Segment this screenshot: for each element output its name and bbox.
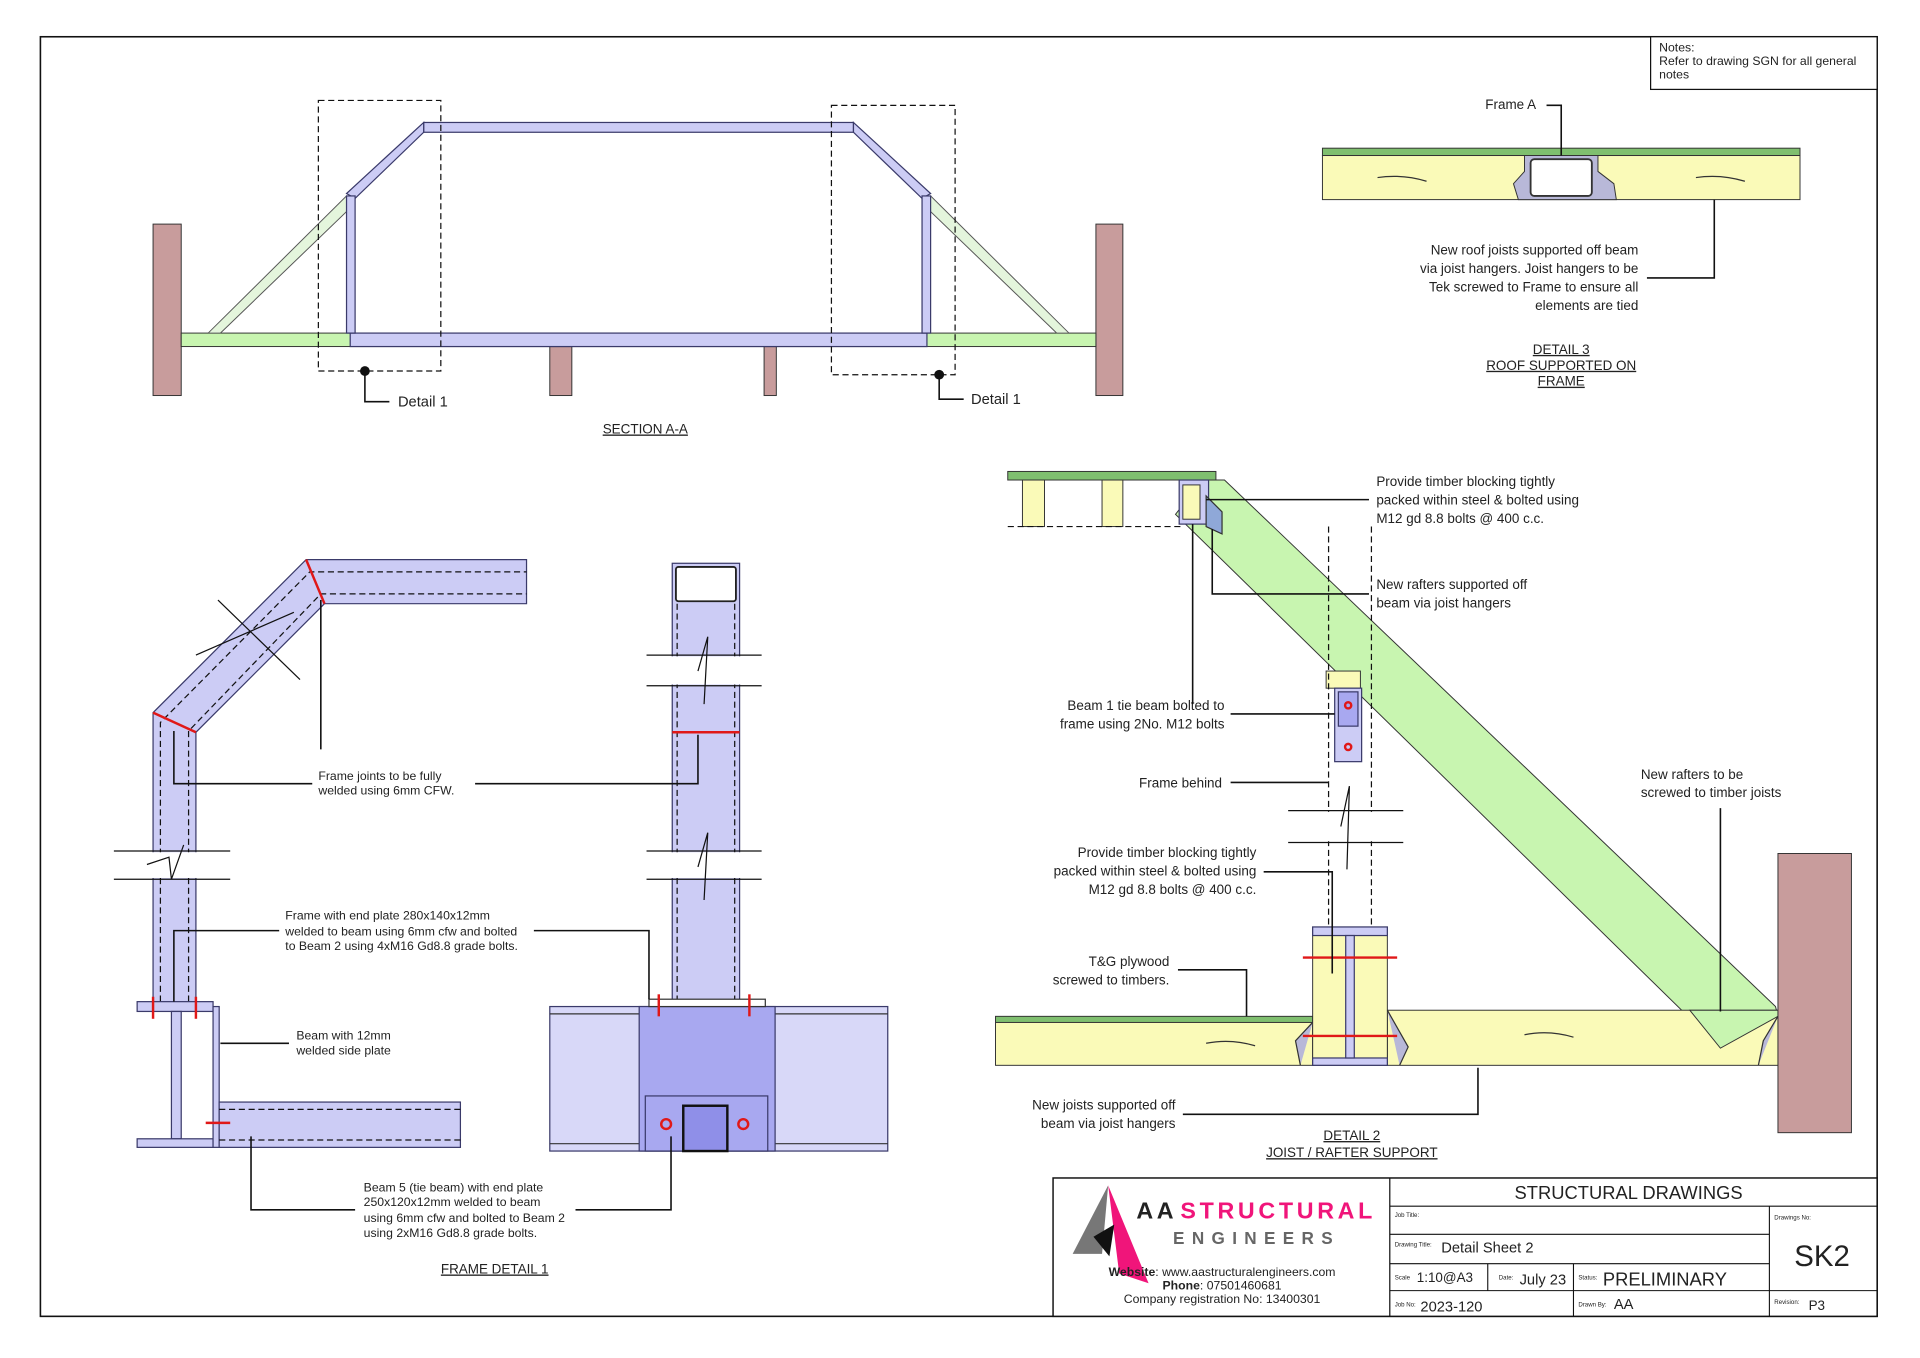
revision-value: P3 xyxy=(1809,1298,1825,1313)
company-logo: AA STRUCTURAL ENGINEERS xyxy=(1072,1185,1376,1284)
detail-boundary-left xyxy=(317,99,442,372)
weld-note: Frame joints to be fully xyxy=(318,769,442,783)
logo-text-structural: STRUCTURAL xyxy=(1180,1197,1376,1223)
frame-column-left xyxy=(345,195,356,334)
date-label: Date: xyxy=(1499,1275,1514,1282)
rafters-screwed-note: New rafters to be xyxy=(1641,767,1743,782)
detail-1-callout-right: Detail 1 xyxy=(971,392,1021,408)
wall-post-right xyxy=(1095,223,1124,397)
registration-line: Company registration No: 13400301 xyxy=(1124,1292,1321,1306)
frame-bottom-member xyxy=(349,332,928,348)
rafters-hangers-note: New rafters supported off xyxy=(1376,577,1527,592)
frame-detail-1-title: FRAME DETAIL 1 xyxy=(441,1261,549,1276)
detail3-note: Tek screwed to Frame to ensure all xyxy=(1429,279,1638,294)
drawing-no-value: SK2 xyxy=(1794,1240,1850,1273)
frame-a-label: Frame A xyxy=(1485,97,1536,112)
joists-note: beam via joist hangers xyxy=(1041,1116,1176,1131)
detail2-title: DETAIL 2 xyxy=(1323,1128,1380,1143)
frame-top-member xyxy=(423,121,855,133)
title-block-header: STRUCTURAL DRAWINGS xyxy=(1515,1182,1743,1203)
detail3-title: ROOF SUPPORTED ON xyxy=(1486,358,1636,373)
wall-post-left xyxy=(152,223,182,397)
date-value: July 23 xyxy=(1520,1273,1567,1289)
blocking-bottom-note: Provide timber blocking tightly xyxy=(1078,845,1257,860)
blocking-top-note: M12 gd 8.8 bolts @ 400 c.c. xyxy=(1376,511,1544,526)
frame-column-right xyxy=(921,195,932,334)
side-plate-note: Beam with 12mm xyxy=(296,1029,391,1043)
status-label: Status: xyxy=(1578,1275,1597,1282)
rafters-screwed-note: screwed to timber joists xyxy=(1641,785,1782,800)
detail3-note: New roof joists supported off beam xyxy=(1431,243,1639,258)
tie-beam-note: using 6mm cfw and bolted to Beam 2 xyxy=(364,1211,565,1225)
sheet-border xyxy=(39,35,1878,1318)
drawing-title-value: Detail Sheet 2 xyxy=(1441,1241,1533,1257)
blocking-top-note: Provide timber blocking tightly xyxy=(1376,474,1555,489)
website-line: Website: www.aastructuralengineers.com xyxy=(1109,1265,1336,1279)
frame-diagonal-left xyxy=(345,121,425,200)
detail-boundary-right xyxy=(830,104,956,376)
end-plate-note: welded to beam using 6mm cfw and bolted xyxy=(284,925,517,939)
tie-beam-note: Beam 5 (tie beam) with end plate xyxy=(364,1180,544,1194)
scale-label: Scale xyxy=(1395,1275,1411,1282)
frame-diagonal-right xyxy=(852,121,932,200)
plywood-note: T&G plywood xyxy=(1089,954,1170,969)
frame-behind-label: Frame behind xyxy=(1139,775,1222,790)
rafters-hangers-note: beam via joist hangers xyxy=(1376,595,1511,610)
blocking-bottom-note: M12 gd 8.8 bolts @ 400 c.c. xyxy=(1089,882,1257,897)
tie-beam-note: using 2xM16 Gd8.8 grade bolts. xyxy=(364,1226,537,1240)
drawing-no-label: Drawings No: xyxy=(1774,1215,1811,1222)
beam1-note: frame using 2No. M12 bolts xyxy=(1060,717,1225,732)
status-value: PRELIMINARY xyxy=(1603,1269,1727,1290)
blocking-top-note: packed within steel & bolted using xyxy=(1376,493,1579,508)
job-title-label: Job Title: xyxy=(1395,1212,1420,1219)
detail3-title: FRAME xyxy=(1538,374,1585,389)
drawing-title-label: Drawing Title: xyxy=(1395,1242,1432,1249)
end-plate-note: Frame with end plate 280x140x12mm xyxy=(285,909,490,923)
job-no-label: Job No: xyxy=(1395,1302,1416,1309)
notes-title: Notes: xyxy=(1659,40,1694,54)
blocking-bottom-note: packed within steel & bolted using xyxy=(1054,864,1257,879)
notes-line: Refer to drawing SGN for all general xyxy=(1659,54,1856,68)
support-post xyxy=(763,346,777,397)
phone-line: Phone: 07501460681 xyxy=(1163,1278,1282,1292)
joists-note: New joists supported off xyxy=(1032,1097,1176,1112)
title-block: AA STRUCTURAL ENGINEERS Website: www.aas… xyxy=(1052,1177,1878,1318)
support-post xyxy=(549,346,573,397)
plywood-note: screwed to timbers. xyxy=(1053,973,1170,988)
logo-text-engineers: ENGINEERS xyxy=(1173,1228,1340,1248)
detail2-title: JOIST / RAFTER SUPPORT xyxy=(1266,1145,1437,1160)
job-no-value: 2023-120 xyxy=(1420,1299,1482,1315)
weld-note: welded using 6mm CFW. xyxy=(317,784,454,798)
notes-line: notes xyxy=(1659,67,1689,81)
side-plate-note: welded side plate xyxy=(295,1043,391,1057)
logo-text-aa: AA xyxy=(1136,1197,1177,1223)
detail-2: Provide timber blocking tightly packed w… xyxy=(995,470,1852,1160)
beam1-note: Beam 1 tie beam bolted to xyxy=(1067,698,1224,713)
scale-value: 1:10@A3 xyxy=(1417,1270,1473,1285)
detail-3: Frame A New roof joists supported off be… xyxy=(1321,97,1801,389)
rafter-right xyxy=(923,195,1071,334)
detail-1-callout-left: Detail 1 xyxy=(398,395,448,411)
section-aa: Detail 1 Detail 1 SECTION A-A xyxy=(152,99,1124,436)
detail3-note: via joist hangers. Joist hangers to be xyxy=(1420,261,1638,276)
detail3-note: elements are tied xyxy=(1535,298,1638,313)
tie-beam-note: 250x120x12mm welded to beam xyxy=(364,1195,541,1209)
detail3-title: DETAIL 3 xyxy=(1533,342,1590,357)
frame-detail-1: Frame joints to be fully welded using 6m… xyxy=(113,559,889,1276)
section-aa-title: SECTION A-A xyxy=(603,421,688,436)
notes-box: Notes: Refer to drawing SGN for all gene… xyxy=(1650,36,1878,91)
revision-label: Revision: xyxy=(1774,1299,1799,1306)
end-plate-note: to Beam 2 using 4xM16 Gd8.8 grade bolts. xyxy=(285,939,518,953)
drawn-by-label: Drawn By: xyxy=(1578,1302,1606,1309)
rafter-left xyxy=(206,195,354,334)
drawn-by-value: AA xyxy=(1614,1297,1634,1313)
